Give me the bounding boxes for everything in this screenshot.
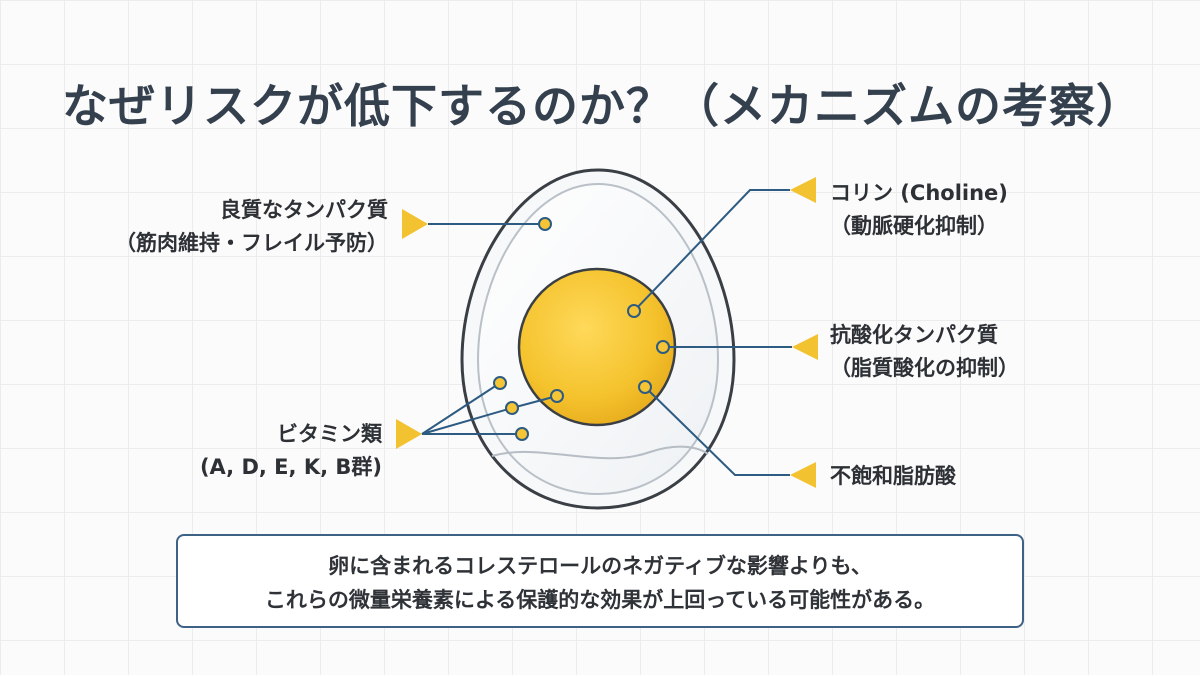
label-antioxidant-title: 抗酸化タンパク質: [830, 323, 998, 347]
label-fatty-acid: 不飽和脂肪酸: [830, 460, 956, 493]
triangle-vitamins-icon: [396, 419, 422, 449]
label-vitamins-title: ビタミン類: [277, 422, 382, 446]
dot-choline: [627, 304, 641, 318]
label-choline-note: （動脈硬化抑制）: [830, 213, 998, 238]
dot-fatty-acid: [638, 380, 652, 394]
label-choline: コリン (Choline) （動脈硬化抑制）: [830, 177, 1008, 242]
summary-box: 卵に含まれるコレステロールのネガティブな影響よりも、 これらの微量栄養素による保…: [176, 534, 1024, 628]
triangle-markers: [396, 177, 818, 488]
egg-membrane: [491, 445, 709, 460]
dot-protein: [538, 217, 552, 231]
dot-vitamin-1: [493, 376, 507, 390]
label-vitamins-note: (A, D, E, K, B群): [199, 454, 382, 479]
label-fatty-acid-title: 不飽和脂肪酸: [830, 464, 956, 488]
triangle-antioxidant-icon: [792, 334, 818, 360]
label-protein-note: （筋肉維持・フレイル予防）: [115, 230, 388, 255]
triangle-fatty-acid-icon: [790, 462, 816, 488]
connector-vitamin-yolk: [511, 395, 558, 409]
label-vitamins: ビタミン類 (A, D, E, K, B群): [200, 418, 382, 483]
dot-vitamin-2: [505, 401, 519, 415]
page-title: なぜリスクが低下するのか？（メカニズムの考察）: [62, 79, 1143, 133]
dot-vitamin-yolk: [550, 389, 564, 403]
connector-vitamin-2: [421, 407, 513, 435]
dot-antioxidant: [656, 340, 670, 354]
connector-lines: [421, 189, 792, 476]
label-protein: 良質なタンパク質 （筋肉維持・フレイル予防）: [115, 194, 388, 259]
dot-vitamin-3: [515, 427, 529, 441]
label-antioxidant-note: （脂質酸化の抑制）: [830, 355, 1019, 380]
label-antioxidant: 抗酸化タンパク質 （脂質酸化の抑制）: [830, 319, 1019, 384]
endpoint-dots: [493, 217, 670, 441]
connector-vitamin-1: [421, 382, 501, 435]
summary-line-2: これらの微量栄養素による保護的な効果が上回っている可能性がある。: [264, 587, 936, 612]
summary-line-1: 卵に含まれるコレステロールのネガティブな影響よりも、: [328, 554, 872, 578]
triangle-protein-icon: [402, 209, 428, 239]
connector-choline: [633, 189, 790, 312]
triangle-choline-icon: [790, 177, 816, 203]
label-choline-title: コリン (Choline): [830, 181, 1008, 205]
connector-fatty-acid: [644, 386, 790, 476]
label-protein-title: 良質なタンパク質: [220, 198, 388, 222]
